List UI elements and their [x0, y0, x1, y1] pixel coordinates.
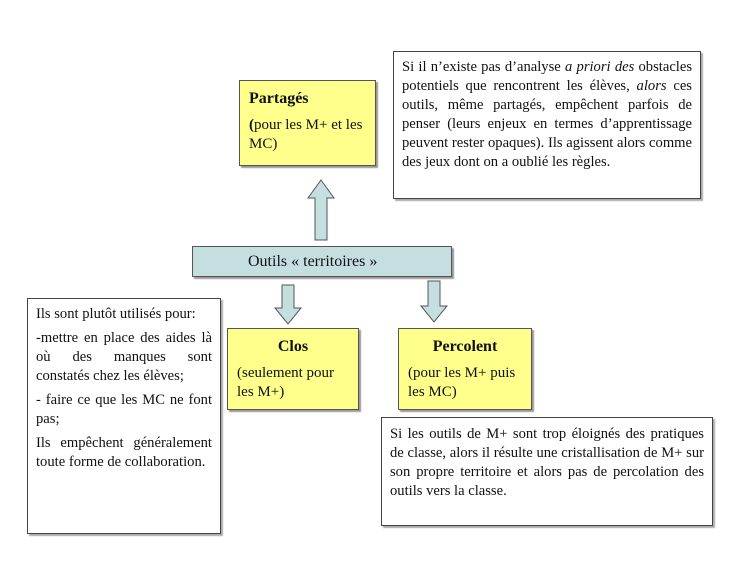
- percolent-box: Percolent (pour les M+ puis les MC): [398, 328, 532, 410]
- partages-box: Partagés (pour les M+ et les MC): [239, 80, 376, 166]
- percolent-subtitle: (pour les M+ puis les MC): [408, 365, 516, 400]
- arrow-down-icon: [419, 280, 449, 323]
- percolent-title: Percolent: [432, 338, 498, 355]
- clos-subtitle: (seulement pour les M+): [237, 365, 335, 400]
- partages-title: Partagés: [249, 90, 309, 107]
- clos-title: Clos: [277, 338, 309, 355]
- arrow-up-icon: [307, 179, 335, 241]
- partages-subtitle: (pour les M+ et les MC): [249, 117, 363, 152]
- note-left: Ils sont plutôt utilisés pour: -mettre e…: [27, 298, 221, 534]
- arrow-down-icon: [273, 284, 303, 325]
- note-top: Si il n’existe pas d’analyse a priori de…: [393, 51, 701, 199]
- outils-territoires-box: Outils « territoires »: [192, 246, 452, 277]
- clos-box: Clos (seulement pour les M+): [227, 328, 359, 410]
- outils-territoires-label: Outils « territoires »: [248, 253, 378, 270]
- note-bottom: Si les outils de M+ sont trop éloignés d…: [381, 417, 713, 526]
